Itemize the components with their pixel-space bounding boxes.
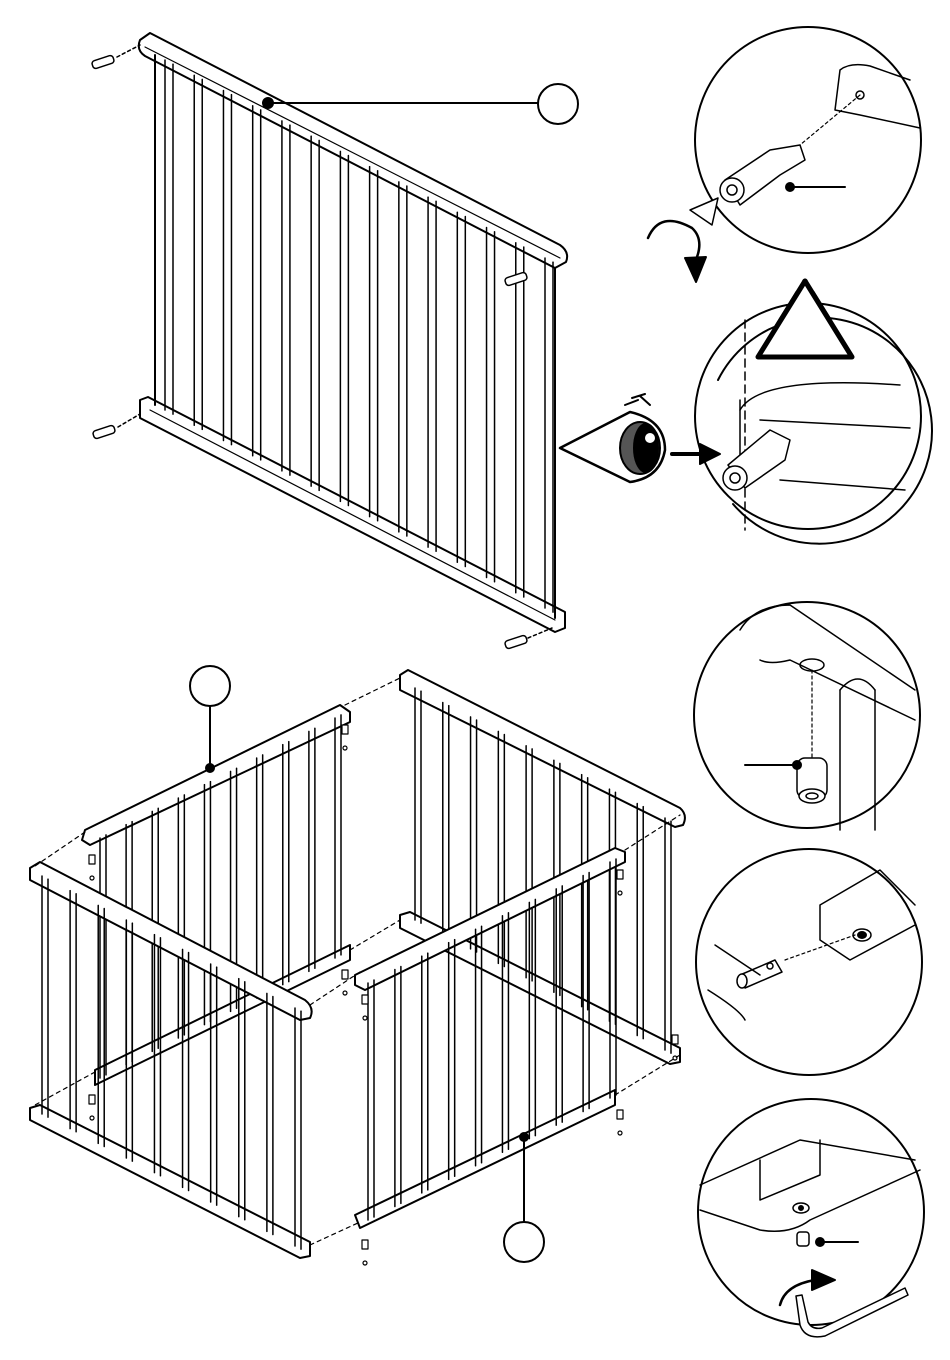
bolt-washer bbox=[363, 1261, 367, 1265]
arrow-right-icon bbox=[672, 444, 720, 464]
step-1-panel bbox=[91, 33, 578, 649]
bolt-washer bbox=[90, 876, 94, 880]
barrel-nut bbox=[797, 1232, 809, 1246]
detail-check-alignment bbox=[560, 281, 932, 544]
top-rail bbox=[139, 33, 567, 268]
detail-bolt-insert bbox=[696, 849, 922, 1075]
back-right-panel bbox=[400, 670, 685, 1064]
bolt-washer bbox=[90, 1116, 94, 1120]
connector-bolt bbox=[89, 855, 95, 864]
eye-icon bbox=[560, 394, 665, 482]
detail-allen-key bbox=[698, 1099, 924, 1337]
front-left-panel bbox=[30, 862, 312, 1258]
screwdriver-icon bbox=[690, 198, 718, 225]
front-right-panel bbox=[355, 848, 625, 1228]
connector-bolt bbox=[362, 1240, 368, 1249]
bolt-washer bbox=[343, 991, 347, 995]
screw-pin bbox=[91, 45, 140, 69]
bolt-washer bbox=[363, 1016, 367, 1020]
connector-bolt bbox=[342, 970, 348, 979]
connector-bolt bbox=[362, 995, 368, 1004]
screw-pin bbox=[92, 414, 140, 439]
bolt-washer bbox=[618, 891, 622, 895]
connector-bolt bbox=[342, 725, 348, 734]
screw-pin bbox=[504, 628, 552, 649]
detail-barrel-nut bbox=[694, 602, 920, 830]
rotate-arrow-icon bbox=[648, 221, 706, 282]
callout-back-panel bbox=[190, 666, 230, 772]
detail-screw-in-pin bbox=[648, 27, 921, 282]
connector-bolt bbox=[89, 1095, 95, 1104]
bottom-rail bbox=[140, 397, 565, 632]
connector-bolt bbox=[672, 1035, 678, 1044]
bolt-washer bbox=[618, 1131, 622, 1135]
connector-bolt bbox=[617, 1110, 623, 1119]
connector-bolt bbox=[617, 870, 623, 879]
step-2-frame bbox=[30, 666, 685, 1265]
bolt-washer bbox=[343, 746, 347, 750]
